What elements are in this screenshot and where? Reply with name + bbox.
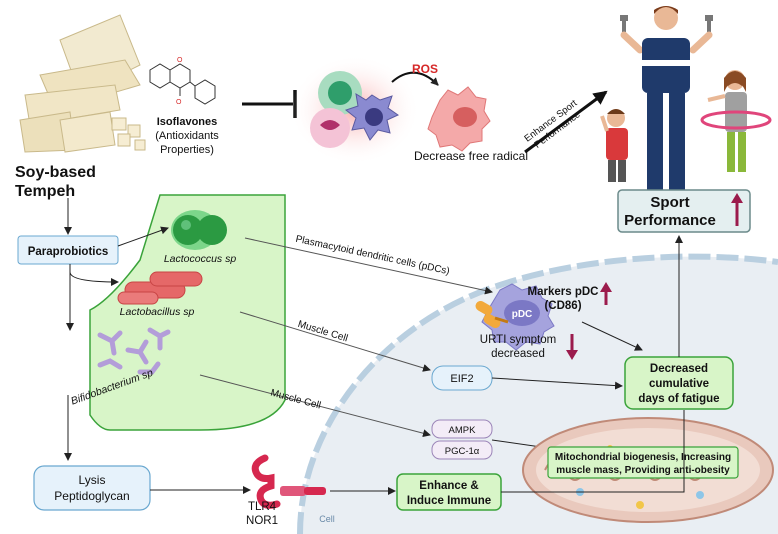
muscle-cell-label-1: Muscle Cell xyxy=(296,319,349,345)
child-figures xyxy=(600,70,772,182)
lactobacillus-label: Lactobacillus sp xyxy=(120,306,195,318)
isoflavone-structure: O O xyxy=(149,57,216,106)
ros-result-label: Decrease free radical xyxy=(414,149,528,163)
immune-line2: Induce Immune xyxy=(407,495,491,507)
bacteria-lactobacillus xyxy=(117,271,203,305)
pdc-cell xyxy=(475,283,555,351)
bacteria-bifidobacterium xyxy=(97,327,171,375)
isoflavones-name: Isoflavones xyxy=(157,116,218,128)
lysis-box xyxy=(33,465,151,511)
arrow-immune-up xyxy=(501,410,685,493)
paraprobiotics-box xyxy=(17,235,119,265)
athlete-figure xyxy=(620,6,713,193)
tempeh-title-line1: Soy-based xyxy=(15,164,96,181)
sport-performance-line1: Sport xyxy=(650,194,689,211)
ros-label: ROS xyxy=(412,62,438,76)
pdc-path-label: Plasmacytoid dendritic cells (pDCs) xyxy=(294,234,450,277)
arrow-pdc-fatigue xyxy=(581,321,643,351)
paraprobiotics-label: Paraprobiotics xyxy=(28,246,109,258)
mito-line2: muscle mass, Providing anti-obesity xyxy=(556,465,730,476)
urti-down-arrow-icon xyxy=(566,334,578,360)
immune-line1: Enhance & xyxy=(419,480,478,492)
bacteria-lactococcus xyxy=(171,210,227,250)
isoflavones-desc-line1: (Antioxidants xyxy=(155,130,219,142)
arrow-para-lactobacillus xyxy=(69,264,119,286)
fatigue-line1: Decreased xyxy=(650,363,708,375)
ampk-label: AMPK xyxy=(449,425,477,436)
up-arrow-icon xyxy=(731,193,743,226)
markers-line1: Markers pDC xyxy=(528,286,599,298)
tlr-line1: TLR4 xyxy=(248,501,277,513)
tempeh-image xyxy=(19,14,146,153)
arrow-para-lactococcus xyxy=(117,226,169,247)
svg-text:O: O xyxy=(177,57,183,64)
arrow-pdc xyxy=(244,237,493,295)
lysis-line1: Lysis xyxy=(79,473,106,487)
ampk-box xyxy=(431,419,493,439)
fatigue-line2: cumulative xyxy=(649,378,709,390)
mito-box xyxy=(547,446,739,479)
pgc-box xyxy=(431,440,493,460)
inhibition-arrow xyxy=(242,90,297,118)
lysis-line2: Peptidoglycan xyxy=(54,489,129,503)
urti-line1: URTI symptom xyxy=(480,334,556,346)
arrow-muscle-ampk xyxy=(199,374,431,438)
cell-label: Cell xyxy=(319,514,335,524)
isoflavones-desc-line2: Properties) xyxy=(160,144,214,156)
sport-performance-line2: Performance xyxy=(624,212,716,229)
arrow-eif2-fatigue xyxy=(491,377,623,390)
pgc-label: PGC-1α xyxy=(445,446,480,457)
tempeh-title-line2: Tempeh xyxy=(15,183,75,200)
markers-line2: (CD86) xyxy=(544,300,581,312)
tlr4-receptor xyxy=(251,454,326,509)
markers-up-arrow-icon xyxy=(600,282,612,305)
sport-performance-box xyxy=(617,189,751,233)
immune-cells xyxy=(290,55,420,165)
lactococcus-label: Lactococcus sp xyxy=(164,253,237,265)
mito-line1: Mitochondrial biogenesis, Increasing xyxy=(555,452,731,463)
svg-text:O: O xyxy=(176,99,182,106)
pdc-cell-label: pDC xyxy=(512,309,533,320)
ros-cell xyxy=(427,86,491,152)
enhance-arrow xyxy=(524,90,608,154)
tlr-line2: NOR1 xyxy=(246,515,278,527)
eif2-label: EIF2 xyxy=(450,373,473,385)
fatigue-line3: days of fatigue xyxy=(638,393,719,405)
arrow-muscle-eif2 xyxy=(239,311,431,372)
urti-line2: decreased xyxy=(491,348,545,360)
ros-curve-arrow xyxy=(391,71,439,86)
